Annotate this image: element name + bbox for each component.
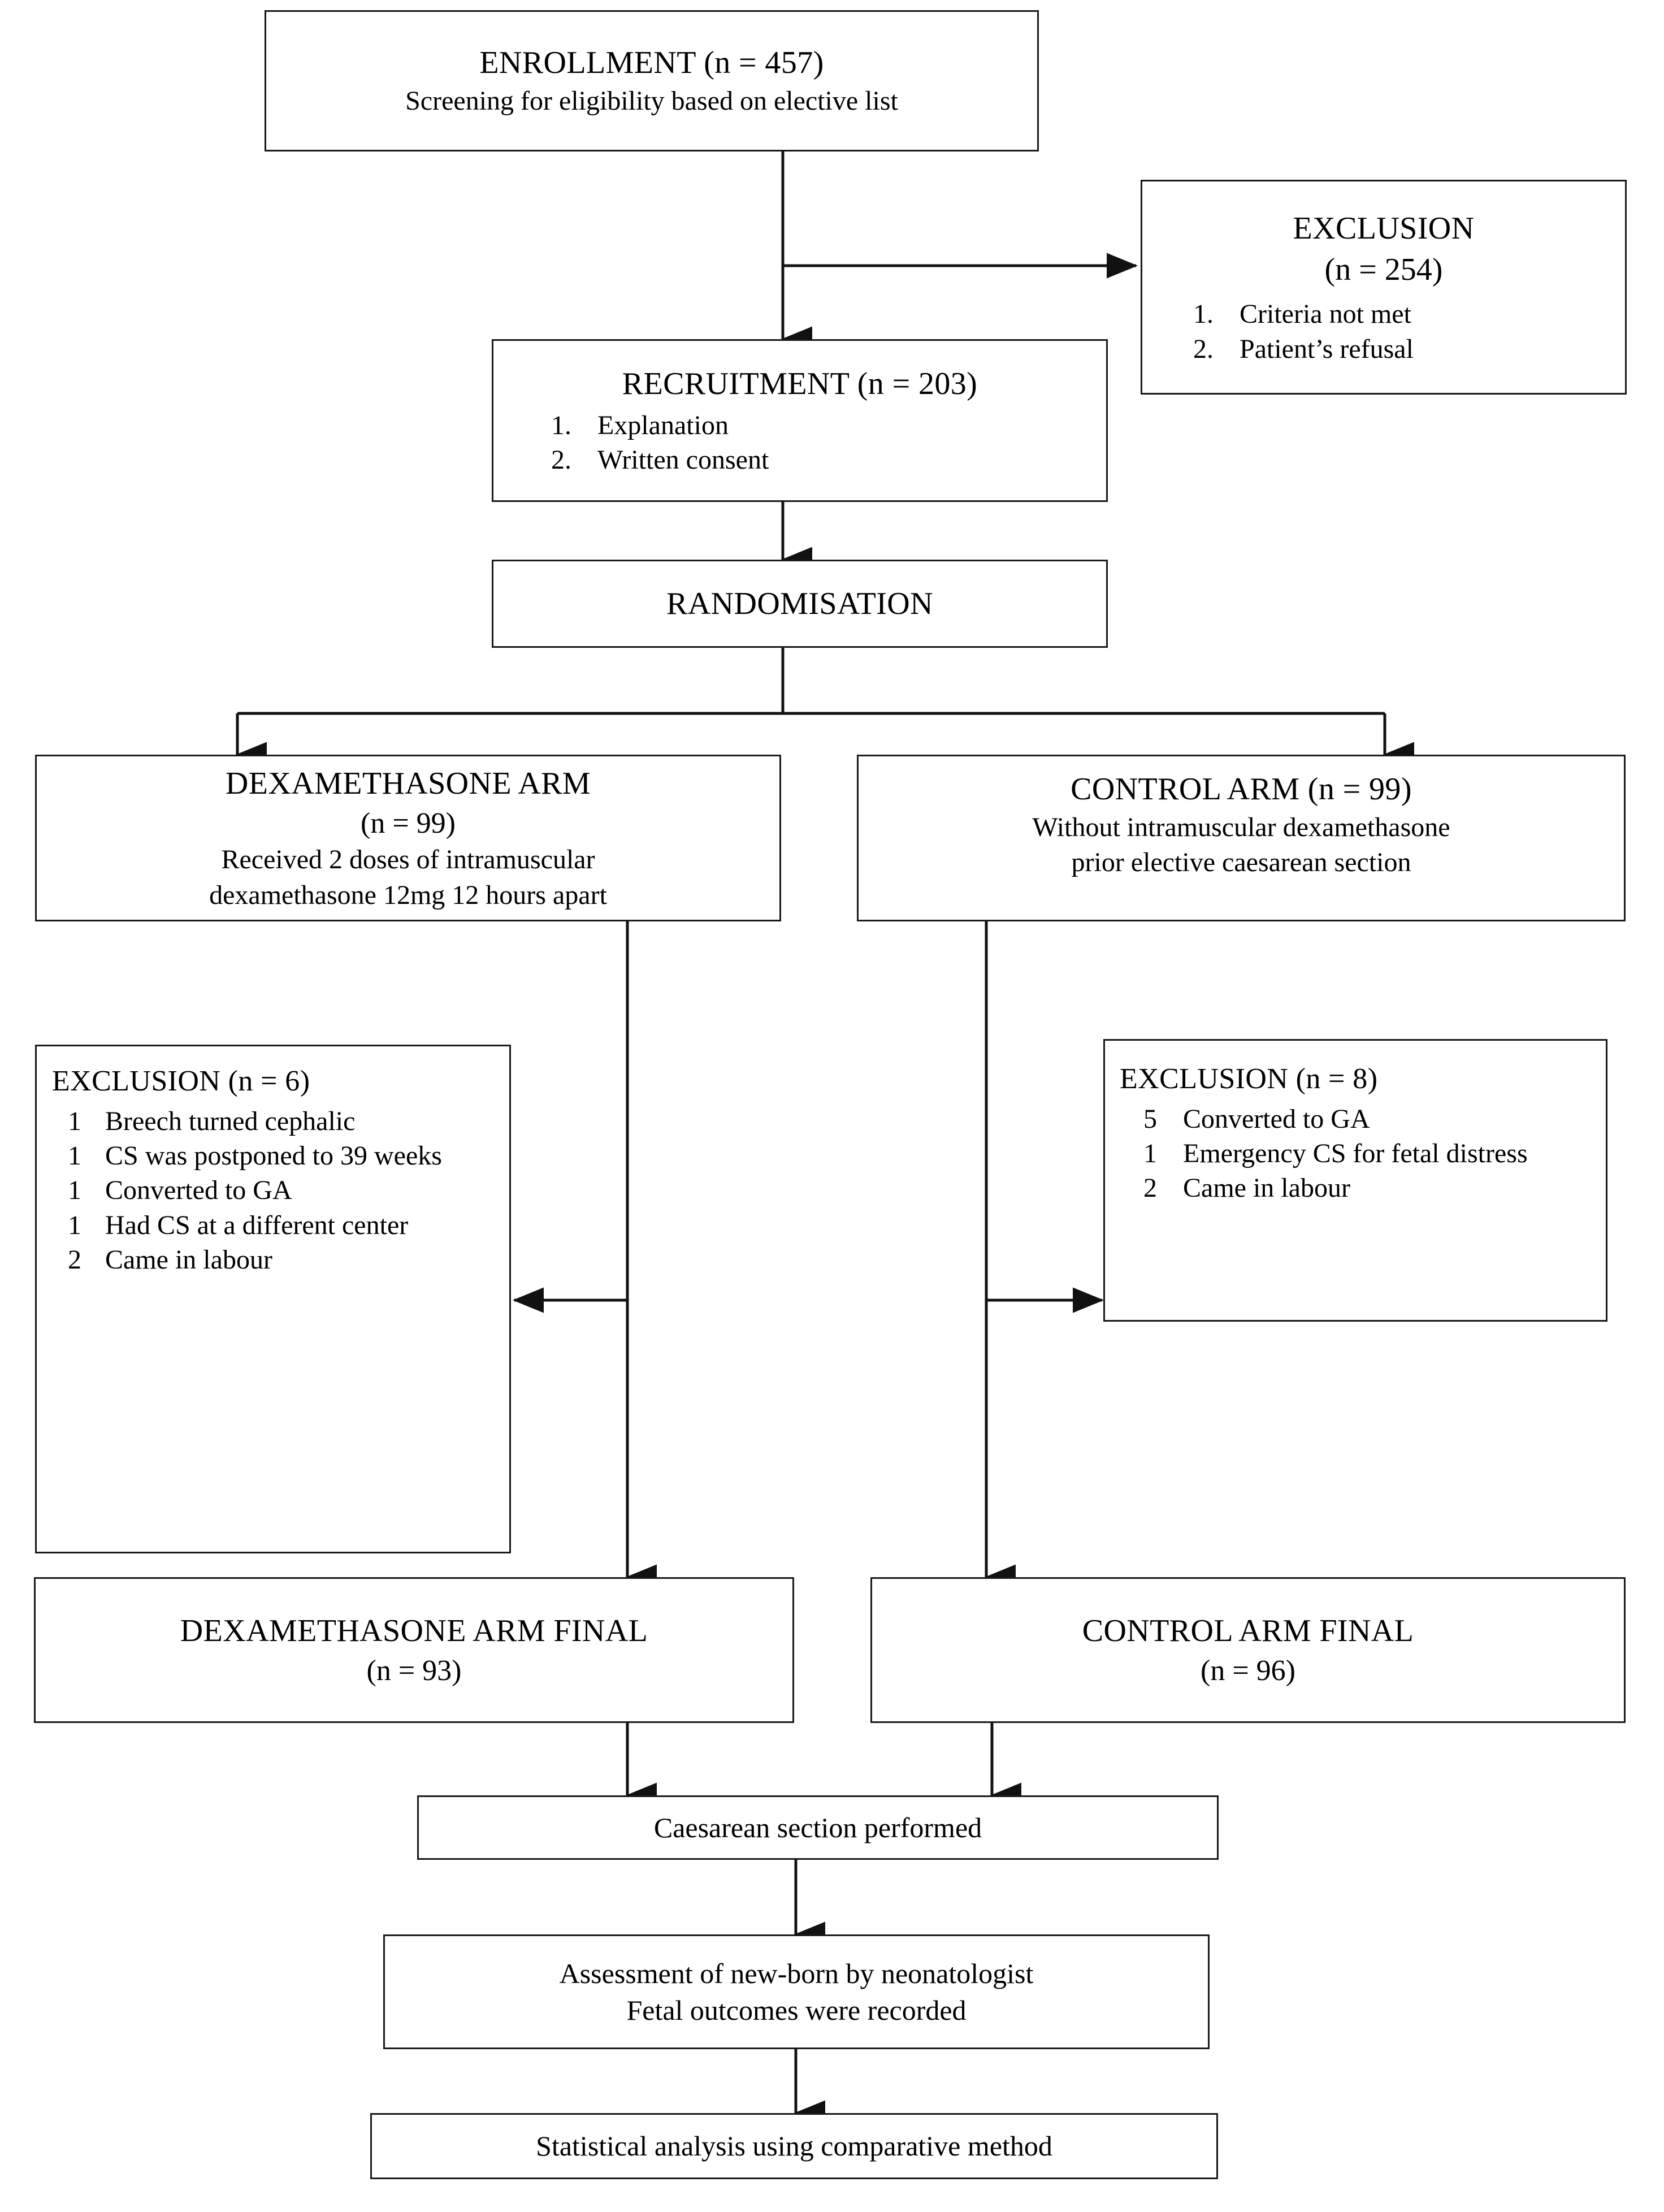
list-item-text: Had CS at a different center [105, 1210, 409, 1240]
list-item-number: 1 [68, 1210, 81, 1240]
list-item: 1. Criteria not met [1169, 297, 1652, 331]
list-item-number: 5 [1143, 1103, 1157, 1134]
control-arm-heading: CONTROL ARM (n = 99) [1071, 772, 1412, 807]
list-item: 2. Patient’s refusal [1169, 332, 1652, 366]
node-analysis[interactable]: Statistical analysis using comparative m… [370, 2113, 1218, 2179]
list-item-number: 1. [551, 410, 571, 440]
node-enrollment[interactable]: ENROLLMENT (n = 457) Screening for eligi… [265, 10, 1039, 151]
exclusion-screening-heading: EXCLUSION [1293, 210, 1475, 246]
list-item-text: Came in labour [105, 1245, 272, 1275]
list-item-number: 2. [551, 445, 571, 475]
node-dexamethasone-arm[interactable]: DEXAMETHASONE ARM (n = 99) Received 2 do… [35, 755, 781, 921]
exclusion-control-heading: EXCLUSION (n = 8) [1120, 1063, 1378, 1095]
list-item-text: Explanation [597, 410, 729, 440]
list-item-text: Written consent [597, 445, 769, 475]
node-control-final[interactable]: CONTROL ARM FINAL (n = 96) [870, 1577, 1626, 1723]
list-item: 1 Had CS at a different center [57, 1208, 529, 1243]
node-exclusion-screening[interactable]: EXCLUSION (n = 254) 1. Criteria not met … [1141, 180, 1627, 395]
dexamethasone-arm-heading: DEXAMETHASONE ARM [225, 765, 591, 801]
control-arm-detail-2: prior elective caesarean section [1071, 847, 1411, 878]
node-exclusion-control[interactable]: EXCLUSION (n = 8) 5 Converted to GA 1 Em… [1103, 1039, 1607, 1322]
assessment-line-1: Assessment of new-born by neonatologist [559, 1957, 1034, 1989]
list-item: 2. Written consent [527, 443, 1140, 477]
list-item-text: Converted to GA [1183, 1103, 1370, 1134]
exclusion-screening-count: (n = 254) [1324, 252, 1443, 287]
list-item-text: Came in labour [1183, 1173, 1350, 1204]
node-recruitment[interactable]: RECRUITMENT (n = 203) 1. Explanation 2. … [492, 339, 1108, 502]
list-item: 5 Converted to GA [1132, 1102, 1633, 1136]
list-item-text: CS was postponed to 39 weeks [105, 1141, 442, 1171]
node-control-arm[interactable]: CONTROL ARM (n = 99) Without intramuscul… [857, 755, 1626, 921]
dexamethasone-arm-count: (n = 99) [361, 807, 456, 839]
caesarean-heading: Caesarean section performed [653, 1811, 982, 1843]
dexamethasone-arm-detail-1: Received 2 doses of intramuscular [221, 845, 595, 875]
list-item-number: 2 [1143, 1173, 1157, 1204]
exclusion-control-list: 5 Converted to GA 1 Emergency CS for fet… [1078, 1102, 1633, 1206]
list-item-number: 1 [68, 1175, 81, 1206]
dexamethasone-arm-detail-2: dexamethasone 12mg 12 hours apart [209, 880, 607, 910]
list-item: 1 Emergency CS for fetal distress [1132, 1136, 1633, 1171]
dexamethasone-final-count: (n = 93) [366, 1654, 462, 1687]
list-item-number: 1 [1143, 1139, 1157, 1169]
node-randomisation[interactable]: RANDOMISATION [492, 560, 1108, 648]
enrollment-heading: ENROLLMENT (n = 457) [479, 45, 824, 81]
recruitment-list: 1. Explanation 2. Written consent [460, 408, 1140, 478]
list-item-number: 2. [1193, 334, 1214, 364]
node-assessment[interactable]: Assessment of new-born by neonatologist … [383, 1934, 1210, 2049]
list-item-text: Converted to GA [105, 1175, 292, 1206]
list-item: 1 CS was postponed to 39 weeks [57, 1139, 529, 1173]
exclusion-screening-list: 1. Criteria not met 2. Patient’s refusal [1115, 297, 1652, 366]
exclusion-dexamethasone-heading: EXCLUSION (n = 6) [52, 1065, 310, 1097]
list-item-number: 1 [68, 1141, 81, 1171]
list-item: 1 Converted to GA [57, 1173, 529, 1207]
list-item-number: 1. [1193, 299, 1214, 330]
control-final-count: (n = 96) [1201, 1654, 1295, 1687]
exclusion-dexamethasone-list: 1 Breech turned cephalic 1 CS was postpo… [17, 1104, 529, 1278]
dexamethasone-final-heading: DEXAMETHASONE ARM FINAL [180, 1613, 648, 1648]
node-caesarean[interactable]: Caesarean section performed [417, 1795, 1219, 1860]
control-arm-detail-1: Without intramuscular dexamethasone [1032, 812, 1450, 842]
list-item-text: Patient’s refusal [1240, 334, 1414, 364]
list-item-text: Emergency CS for fetal distress [1183, 1139, 1528, 1169]
node-exclusion-dexamethasone[interactable]: EXCLUSION (n = 6) 1 Breech turned cephal… [35, 1045, 511, 1553]
list-item-number: 1 [68, 1106, 81, 1136]
enrollment-subtitle: Screening for eligibility based on elect… [405, 86, 898, 116]
node-dexamethasone-final[interactable]: DEXAMETHASONE ARM FINAL (n = 93) [34, 1577, 794, 1723]
list-item-number: 2 [68, 1245, 81, 1275]
recruitment-heading: RECRUITMENT (n = 203) [622, 366, 978, 402]
assessment-line-2: Fetal outcomes were recorded [626, 1994, 967, 2026]
list-item-text: Criteria not met [1240, 299, 1411, 330]
analysis-heading: Statistical analysis using comparative m… [536, 2130, 1052, 2162]
list-item: 2 Came in labour [1132, 1171, 1633, 1205]
list-item: 1 Breech turned cephalic [57, 1104, 529, 1139]
list-item: 1. Explanation [527, 408, 1140, 443]
list-item: 2 Came in labour [57, 1243, 529, 1277]
list-item-text: Breech turned cephalic [105, 1106, 356, 1136]
control-final-heading: CONTROL ARM FINAL [1082, 1613, 1414, 1648]
randomisation-heading: RANDOMISATION [666, 586, 933, 621]
